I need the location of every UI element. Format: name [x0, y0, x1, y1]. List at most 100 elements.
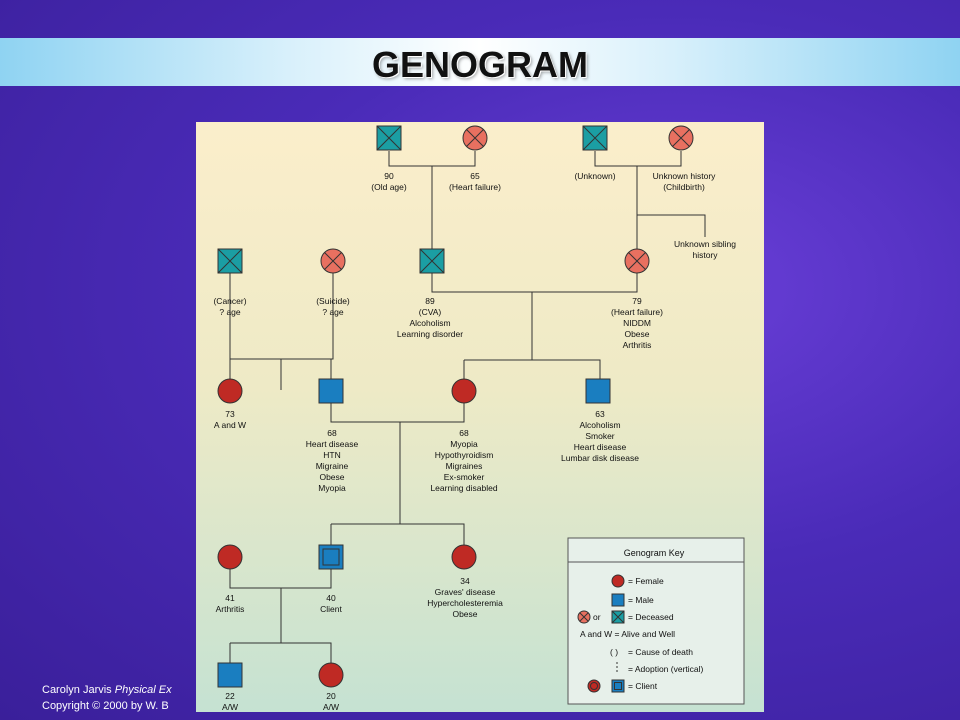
female-icon: [611, 574, 625, 588]
svg-text:63: 63: [595, 409, 605, 419]
female-icon: [451, 378, 477, 404]
sibling-note: Unknown sibling history: [674, 239, 736, 260]
footer-copyright: Copyright © 2000 by W. B: [42, 700, 169, 712]
svg-text:Graves' disease: Graves' disease: [435, 587, 496, 597]
person-age: 90: [384, 171, 394, 181]
svg-text:A/W: A/W: [222, 702, 238, 712]
person-note: (Suicide): [316, 296, 350, 306]
svg-text:Arthritis: Arthritis: [623, 340, 652, 350]
key-title: Genogram Key: [624, 548, 685, 558]
genogram-diagram: 90 (Old age) 65 (Heart failure) (Unknown…: [213, 125, 745, 712]
male-icon: [318, 378, 344, 404]
genogram-key: Genogram Key = Female = Male or = Deceas…: [567, 537, 745, 705]
child-20: 20 A/W: [318, 662, 344, 712]
svg-text:68: 68: [327, 428, 337, 438]
svg-text:34: 34: [460, 576, 470, 586]
male-icon: [585, 378, 611, 404]
svg-text:Learning disabled: Learning disabled: [430, 483, 497, 493]
sister-41: 41 Arthritis: [216, 544, 245, 614]
svg-text:20: 20: [326, 691, 336, 701]
title-band: [0, 38, 960, 86]
footer-credit: Carolyn Jarvis Physical Ex: [42, 684, 172, 696]
mother-of-father: 79 (Heart failure) NIDDM Obese Arthritis: [611, 248, 663, 350]
svg-text:A and W: A and W: [214, 420, 246, 430]
key-female: = Female: [628, 576, 664, 586]
svg-text:Learning disorder: Learning disorder: [397, 329, 463, 339]
svg-text:(CVA): (CVA): [419, 307, 442, 317]
aunt-73: 73 A and W: [214, 378, 246, 430]
client-icon: [587, 679, 601, 693]
svg-text:73: 73: [225, 409, 235, 419]
svg-text:79: 79: [632, 296, 642, 306]
svg-text:Unknown sibling: Unknown sibling: [674, 239, 736, 249]
uncle-63: 63 Alcoholism Smoker Heart disease Lumba…: [561, 378, 639, 463]
male-icon: [217, 662, 243, 688]
person-note: (Old age): [371, 182, 407, 192]
female-icon: [217, 544, 243, 570]
key-client: = Client: [628, 681, 658, 691]
svg-text:40: 40: [326, 593, 336, 603]
client-40: 40 Client: [318, 544, 344, 614]
genogram-connectors: [229, 151, 706, 663]
footer-book-title: Physical Ex: [111, 684, 172, 696]
svg-text:history: history: [692, 250, 718, 260]
person-note: (Heart failure): [449, 182, 501, 192]
svg-text:Hypercholesteremia: Hypercholesteremia: [427, 598, 503, 608]
mother-father-left: (Cancer) ? age: [213, 248, 247, 317]
female-icon: [451, 544, 477, 570]
svg-text:Alcoholism: Alcoholism: [409, 318, 450, 328]
female-icon: [318, 662, 344, 688]
svg-text:89: 89: [425, 296, 435, 306]
person-note: ? age: [322, 307, 344, 317]
svg-text:Heart disease: Heart disease: [574, 442, 627, 452]
svg-text:NIDDM: NIDDM: [623, 318, 651, 328]
grandfather-maternal: (Unknown): [574, 125, 616, 181]
person-note: (Childbirth): [663, 182, 705, 192]
svg-text:Myopia: Myopia: [450, 439, 478, 449]
svg-text:A/W: A/W: [323, 702, 339, 712]
male-icon: [611, 593, 625, 607]
svg-text:Obese: Obese: [319, 472, 344, 482]
grandfather-paternal: 90 (Old age): [371, 125, 407, 192]
child-22: 22 A/W: [217, 662, 243, 712]
key-paren: ( ): [610, 647, 618, 657]
person-note: (Cancer): [213, 296, 246, 306]
mother-68: 68 Myopia Hypothyroidism Migraines Ex-sm…: [430, 378, 498, 493]
key-male: = Male: [628, 595, 654, 605]
person-note: Unknown history: [653, 171, 717, 181]
grandmother-paternal: 65 (Heart failure): [449, 125, 501, 192]
slide-title: GENOGRAM: [372, 44, 588, 85]
genogram-figure: 90 (Old age) 65 (Heart failure) (Unknown…: [196, 122, 764, 712]
key-deceased: = Deceased: [628, 612, 674, 622]
female-icon: [217, 378, 243, 404]
svg-text:Hypothyroidism: Hypothyroidism: [435, 450, 494, 460]
person-age: 65: [470, 171, 480, 181]
key-or: or: [593, 612, 601, 622]
svg-text:HTN: HTN: [323, 450, 340, 460]
svg-text:(Heart failure): (Heart failure): [611, 307, 663, 317]
person-note: (Unknown): [574, 171, 615, 181]
svg-text:Obese: Obese: [624, 329, 649, 339]
svg-text:Migraine: Migraine: [316, 461, 349, 471]
svg-text:Alcoholism: Alcoholism: [579, 420, 620, 430]
key-adoption: = Adoption (vertical): [628, 664, 704, 674]
svg-text:22: 22: [225, 691, 235, 701]
svg-text:Heart disease: Heart disease: [306, 439, 359, 449]
svg-text:Ex-smoker: Ex-smoker: [444, 472, 485, 482]
key-alive-well: A and W = Alive and Well: [580, 629, 675, 639]
svg-text:Migraines: Migraines: [446, 461, 483, 471]
svg-text:Lumbar disk disease: Lumbar disk disease: [561, 453, 639, 463]
grandmother-maternal: Unknown history (Childbirth): [653, 125, 717, 192]
svg-text:Arthritis: Arthritis: [216, 604, 245, 614]
client-icon: [611, 679, 625, 693]
footer-author: Carolyn Jarvis: [42, 684, 112, 696]
svg-text:68: 68: [459, 428, 469, 438]
father-of-father: 89 (CVA) Alcoholism Learning disorder: [397, 248, 463, 339]
svg-text:Myopia: Myopia: [318, 483, 346, 493]
svg-text:Client: Client: [320, 604, 342, 614]
father-68: 68 Heart disease HTN Migraine Obese Myop…: [306, 378, 359, 493]
key-cause: = Cause of death: [628, 647, 693, 657]
svg-text:Obese: Obese: [452, 609, 477, 619]
sister-34: 34 Graves' disease Hypercholesteremia Ob…: [427, 544, 503, 619]
person-note: ? age: [219, 307, 241, 317]
